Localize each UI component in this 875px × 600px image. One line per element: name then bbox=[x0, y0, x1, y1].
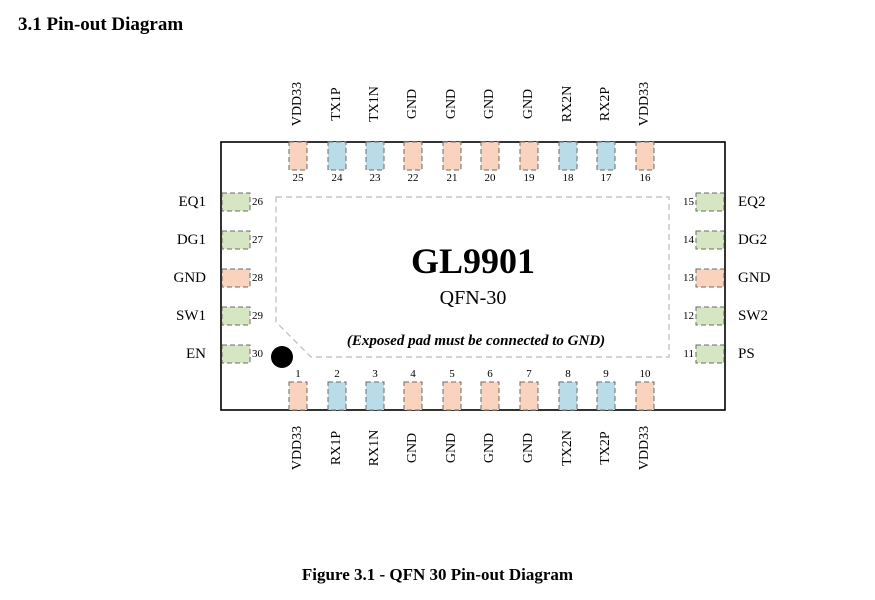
pin-pad-6 bbox=[480, 381, 500, 411]
pin-number-27: 27 bbox=[252, 234, 263, 246]
pin-pad-1 bbox=[288, 381, 308, 411]
pin-number-25: 25 bbox=[292, 172, 304, 184]
figure-caption: Figure 3.1 - QFN 30 Pin-out Diagram bbox=[301, 565, 574, 584]
pin-pad-13 bbox=[695, 268, 725, 288]
pin-number-19: 19 bbox=[523, 172, 535, 184]
pin-pad-15 bbox=[695, 192, 725, 212]
pin-label-2: RX1P bbox=[329, 430, 344, 466]
pin-label-17: RX2P bbox=[598, 86, 613, 122]
pin-label-14: DG2 bbox=[738, 232, 768, 248]
pin-pad-10 bbox=[635, 381, 655, 411]
pin-label-13: GND bbox=[738, 270, 771, 286]
pin-pad-3 bbox=[365, 381, 385, 411]
pin-number-9: 9 bbox=[603, 368, 609, 380]
pin-pad-23 bbox=[365, 141, 385, 171]
pin-label-8: TX2N bbox=[560, 430, 575, 466]
pin-pad-12 bbox=[695, 306, 725, 326]
exposed-pad-outline bbox=[275, 196, 670, 358]
chip-package: QFN-30 bbox=[439, 287, 507, 309]
pin-number-23: 23 bbox=[369, 172, 381, 184]
pin-number-20: 20 bbox=[484, 172, 496, 184]
pin-label-4: GND bbox=[405, 432, 420, 464]
pin-number-21: 21 bbox=[446, 172, 458, 184]
exposed-pad-note: (Exposed pad must be connected to GND) bbox=[346, 333, 606, 349]
pin-pad-21 bbox=[442, 141, 462, 171]
pin-label-15: EQ2 bbox=[738, 194, 766, 210]
pin-number-24: 24 bbox=[331, 172, 343, 184]
pin-pad-14 bbox=[695, 230, 725, 250]
pin-number-5: 5 bbox=[449, 368, 455, 380]
pin-label-12: SW2 bbox=[738, 308, 768, 324]
pin-number-4: 4 bbox=[410, 368, 416, 380]
pin-pad-2 bbox=[327, 381, 347, 411]
pin-label-16: VDD33 bbox=[637, 81, 652, 127]
pin-label-21: GND bbox=[444, 88, 459, 120]
pin-label-25: VDD33 bbox=[290, 81, 305, 127]
pin-pad-28 bbox=[221, 268, 251, 288]
pin-pad-26 bbox=[221, 192, 251, 212]
pin-number-7: 7 bbox=[526, 368, 532, 380]
pin-label-5: GND bbox=[444, 432, 459, 464]
pin-number-1: 1 bbox=[295, 368, 301, 380]
pin-number-6: 6 bbox=[487, 368, 493, 380]
pin-number-8: 8 bbox=[565, 368, 571, 380]
pin-number-15: 15 bbox=[683, 196, 694, 208]
pin-label-30: EN bbox=[186, 346, 206, 362]
pin-label-3: RX1N bbox=[367, 429, 382, 467]
pin-number-28: 28 bbox=[252, 272, 263, 284]
pin-pad-29 bbox=[221, 306, 251, 326]
pin-label-10: VDD33 bbox=[637, 425, 652, 471]
pin-label-29: SW1 bbox=[176, 308, 206, 324]
pin-label-23: TX1N bbox=[367, 86, 382, 122]
pin-number-18: 18 bbox=[562, 172, 574, 184]
pin-pad-18 bbox=[558, 141, 578, 171]
pin-label-19: GND bbox=[521, 88, 536, 120]
pin-label-28: GND bbox=[173, 270, 207, 286]
pin-pad-11 bbox=[695, 344, 725, 364]
pin-label-26: EQ1 bbox=[178, 194, 207, 210]
pin-label-11: PS bbox=[738, 346, 755, 362]
pin-label-1: VDD33 bbox=[290, 425, 305, 471]
pin-number-14: 14 bbox=[683, 234, 694, 246]
pin-label-7: GND bbox=[521, 432, 536, 464]
pin-pad-30 bbox=[221, 344, 251, 364]
pin-number-22: 22 bbox=[407, 172, 419, 184]
pin-label-18: RX2N bbox=[560, 85, 575, 123]
pin-pad-19 bbox=[519, 141, 539, 171]
pin-number-12: 12 bbox=[683, 310, 694, 322]
pin-pad-17 bbox=[596, 141, 616, 171]
pin-label-27: DG1 bbox=[176, 232, 206, 248]
pin-number-3: 3 bbox=[372, 368, 378, 380]
pin-pad-25 bbox=[288, 141, 308, 171]
pin-number-30: 30 bbox=[252, 348, 263, 360]
pin-number-17: 17 bbox=[600, 172, 612, 184]
section-title: 3.1 Pin-out Diagram bbox=[18, 14, 184, 35]
pin-pad-16 bbox=[635, 141, 655, 171]
chip-name: GL9901 bbox=[410, 241, 536, 281]
pin-number-26: 26 bbox=[252, 196, 263, 208]
pin-number-29: 29 bbox=[252, 310, 263, 322]
pin-pad-7 bbox=[519, 381, 539, 411]
pin-number-2: 2 bbox=[334, 368, 340, 380]
pin-label-22: GND bbox=[405, 88, 420, 120]
pin-number-10: 10 bbox=[639, 368, 651, 380]
pin-pad-24 bbox=[327, 141, 347, 171]
pin-pad-20 bbox=[480, 141, 500, 171]
pin-label-6: GND bbox=[482, 432, 497, 464]
pin-pad-5 bbox=[442, 381, 462, 411]
pin-label-9: TX2P bbox=[598, 431, 613, 465]
pin-label-20: GND bbox=[482, 88, 497, 120]
pin-number-11: 11 bbox=[683, 348, 694, 360]
pin-pad-27 bbox=[221, 230, 251, 250]
pin-pad-4 bbox=[403, 381, 423, 411]
pin-pad-22 bbox=[403, 141, 423, 171]
pin-label-24: TX1P bbox=[329, 87, 344, 121]
pin-number-13: 13 bbox=[683, 272, 694, 284]
pin-pad-8 bbox=[558, 381, 578, 411]
pin1-marker-dot bbox=[271, 346, 293, 368]
pin-number-16: 16 bbox=[639, 172, 651, 184]
chip-body bbox=[220, 141, 726, 411]
pin-pad-9 bbox=[596, 381, 616, 411]
